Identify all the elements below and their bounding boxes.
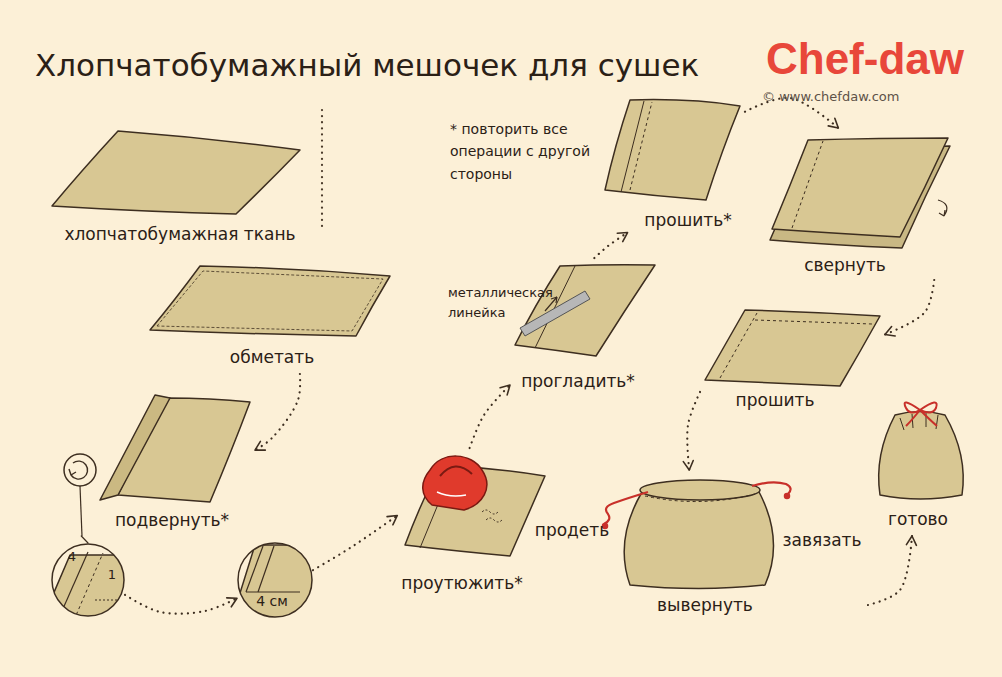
fold-guide [95,600,118,601]
rotate-icon [64,454,96,486]
step-connector [313,516,397,571]
footnote: * повторить все операции с другой сторон… [450,118,612,185]
connector-group [81,98,934,614]
step-connector [81,536,88,543]
step-connector [885,280,934,335]
step-connector [594,233,627,258]
step-caption: продеть [535,521,609,541]
step-caption: прогладить* [521,372,635,392]
fabric-sheet [605,100,740,200]
stitch-line [755,320,872,324]
detail-circle: 41 [51,543,125,617]
hem-edge [246,591,300,592]
string-knot [785,494,790,499]
step-bag: продеть завязать вывернуть [531,470,868,620]
dimension: 4 [68,550,76,565]
illustration-group [40,100,963,625]
step-connector [125,595,237,614]
step-caption: прошить* [644,211,731,231]
step-caption: завязать [782,531,861,551]
fabric-sheet [705,310,880,386]
iron-handle [440,466,472,476]
drawstring [752,482,791,494]
stitch-line [630,102,652,190]
detail-drawing [40,552,135,625]
step-connector [868,536,912,605]
step-caption: готово [888,510,948,530]
detail-drawing [230,545,325,625]
bag-body [879,412,964,500]
dimension: 4 см [256,593,288,609]
drawstring [604,492,648,524]
fabric-sheet [52,131,300,214]
iron-shine [437,492,466,496]
circle-outline-ring [238,543,312,617]
step-connector [470,385,510,448]
dimension: 1 [108,568,116,583]
step-fabric: хлопчатобумажная ткань [45,125,310,250]
copyright: © www.chefdaw.com [762,90,899,105]
step-press: прогладить* [510,258,658,396]
fabric-sheet [230,545,325,625]
bag-body [624,490,773,589]
step-caption: вывернуть [657,596,753,616]
stitch-line [720,313,757,378]
fabric-sheet [772,138,948,237]
title: Хлопчатобумажный мешочек для сушек [35,48,699,84]
leader-line [80,486,82,536]
step-iron: проутюжить* [397,448,548,598]
logo: Chef-daw [766,34,964,85]
step-caption: хлопчатобумажная ткань [64,225,295,245]
stitch-line [792,141,823,228]
step-overlock: обметать [148,258,393,374]
detail-circle: 4 см [237,542,313,618]
step-connector [255,374,300,450]
dotted-decor [321,110,323,232]
circle-outline-ring [52,544,124,616]
fabric-sheet [150,266,390,336]
step-fold-half: свернуть [765,128,953,280]
stitch-line [645,494,755,502]
steam [482,510,502,522]
overlock-seam [157,271,383,331]
iron [423,456,487,510]
step-fold: подвернуть* [62,388,255,536]
step-stitch: прошить* [600,92,745,233]
step-caption: свернуть [804,256,886,276]
step-caption: обметать [230,348,314,368]
step-caption: проутюжить* [401,574,522,594]
fold-guide [74,553,103,620]
fold-arrow [938,200,947,216]
bow [905,402,937,426]
step-caption: подвернуть* [115,511,229,531]
rotate-arrow [69,461,88,479]
fabric-fold [100,395,170,500]
callout-label: металлическая линейка [448,283,560,322]
fold-line [258,546,274,592]
step-caption: прошить [736,391,815,411]
fabric-sheet [515,265,655,356]
step-stitch-sides: прошить [700,300,885,415]
step-connector [687,392,700,470]
step-done: готово [870,390,970,536]
